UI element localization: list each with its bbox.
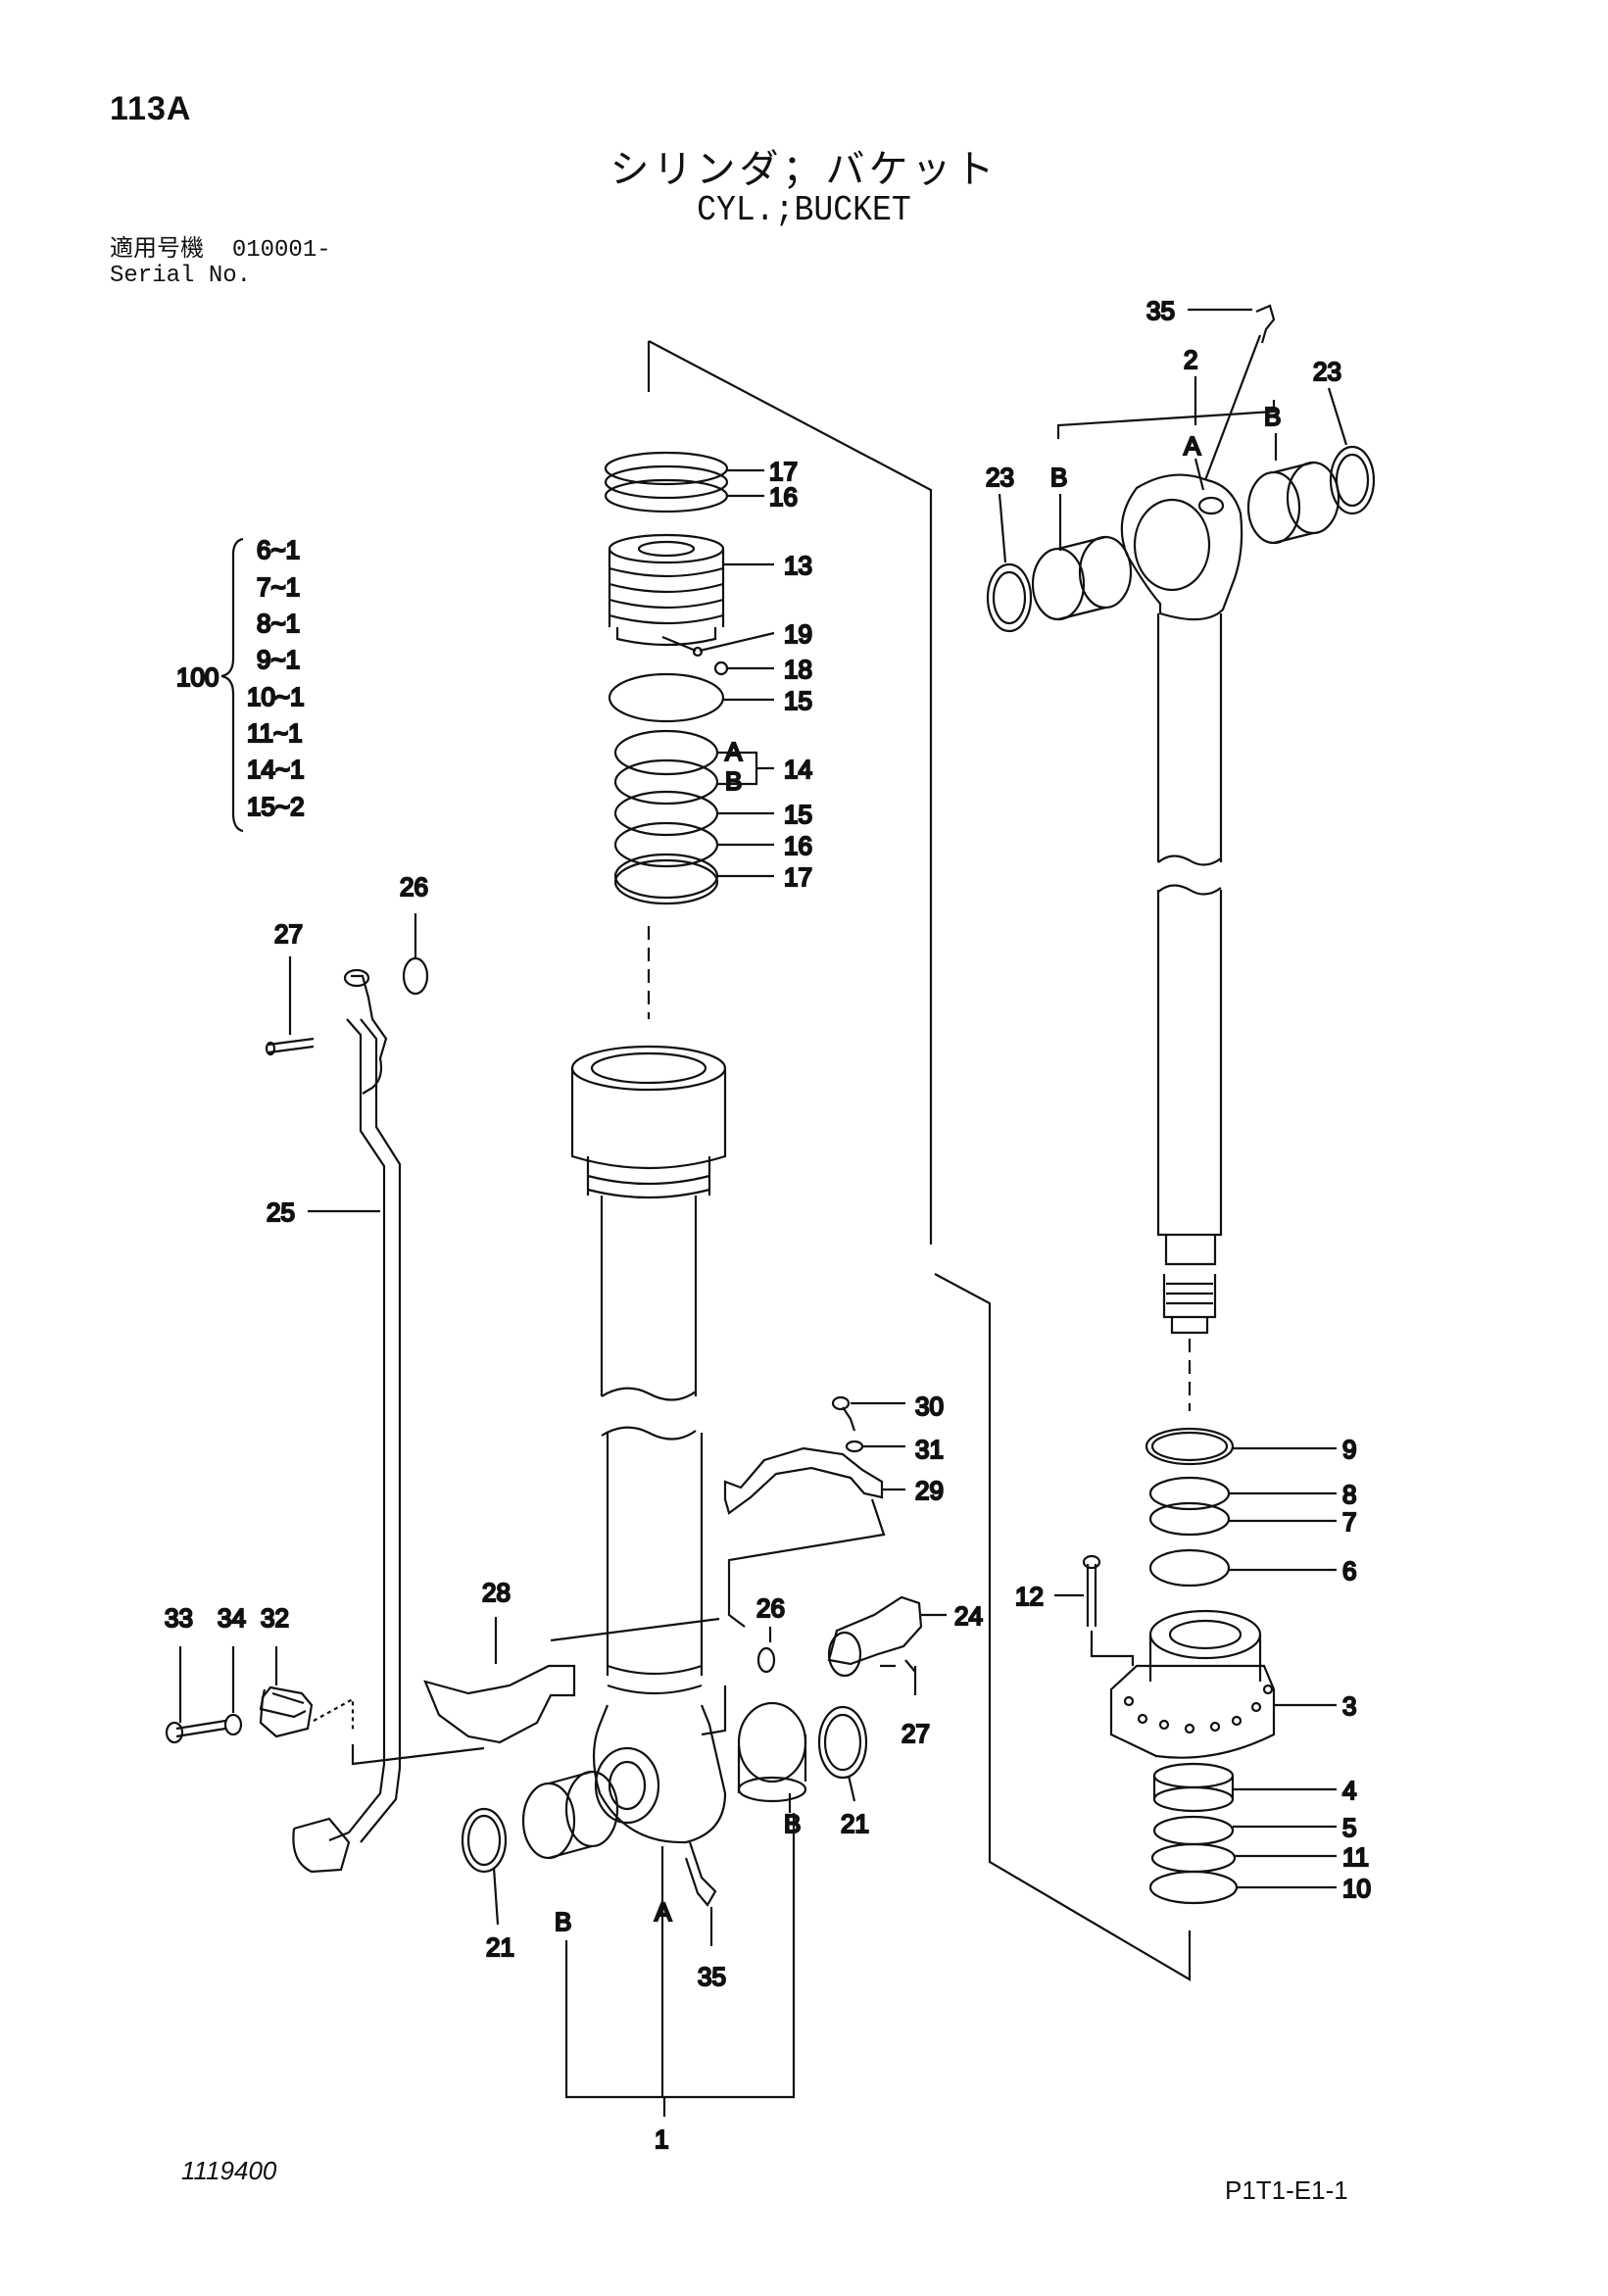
piston-rod: 35 <box>1120 295 1276 1411</box>
callout-2: 2 <box>1184 345 1197 374</box>
callout-letter-b: B <box>555 1907 571 1936</box>
callout-9: 9 <box>1342 1435 1356 1464</box>
callout-35: 35 <box>1146 296 1175 325</box>
cylinder-tube <box>570 1045 727 1844</box>
callout-33: 33 <box>165 1603 193 1633</box>
upper-clamp-parts: 30 31 29 24 26 27 <box>723 1391 984 1749</box>
serial-label-en: Serial No. <box>110 263 252 289</box>
callout-letter-b: B <box>1264 402 1281 431</box>
callout-34: 34 <box>218 1603 246 1633</box>
callout-32: 32 <box>261 1603 289 1633</box>
kit-item: 7~1 <box>257 572 300 602</box>
callout-21: 21 <box>486 1932 514 1962</box>
callout-10: 10 <box>1342 1874 1371 1903</box>
callout-8: 8 <box>1342 1480 1356 1509</box>
title-japanese: シリンダ；バケット <box>609 148 999 191</box>
callout-13: 13 <box>784 551 812 580</box>
serial-value: 010001- <box>231 237 331 264</box>
callout-17: 17 <box>769 457 798 486</box>
callout-16: 16 <box>784 831 812 860</box>
callout-4: 4 <box>1342 1776 1356 1805</box>
kit-item: 14~1 <box>247 755 305 784</box>
callout-27: 27 <box>274 919 303 949</box>
reference-code: P1T1-E1-1 <box>1225 2175 1348 2205</box>
kit-item: 6~1 <box>257 535 300 564</box>
callout-18: 18 <box>784 655 812 684</box>
drawing-number: 1119400 <box>181 2156 277 2185</box>
callout-12: 12 <box>1015 1582 1044 1611</box>
callout-letter-b: B <box>784 1809 801 1838</box>
callout-24: 24 <box>954 1601 983 1631</box>
bottom-eye-parts <box>461 1701 868 1907</box>
callout-3: 3 <box>1342 1691 1356 1721</box>
kit-item: 8~1 <box>257 609 300 638</box>
callout-15: 15 <box>784 686 812 715</box>
pipe-assembly: 27 26 25 <box>265 871 429 1874</box>
callout-1: 1 <box>655 2125 668 2154</box>
callout-27: 27 <box>901 1719 930 1748</box>
callout-6: 6 <box>1342 1556 1356 1586</box>
kit-label: 100 <box>176 662 219 692</box>
callout-17: 17 <box>784 862 812 892</box>
page-number: 113A <box>110 90 192 127</box>
callout-31: 31 <box>915 1435 944 1464</box>
serial-info: 適用号機 010001- Serial No. <box>110 235 331 289</box>
cylinder-head-parts: 9 8 7 6 12 3 4 5 11 10 <box>934 1273 1372 1981</box>
callout-26: 26 <box>756 1593 785 1623</box>
callout-5: 5 <box>1342 1813 1356 1842</box>
callout-letter-b: B <box>725 766 742 796</box>
bottom-leaders: 21 B B A 1 35 21 <box>485 1775 870 2155</box>
callout-letter-b: B <box>1050 463 1067 492</box>
kit-item: 11~1 <box>247 718 303 748</box>
seal-leaders: 17 16 13 19 18 15 A B 14 15 16 17 <box>699 456 813 893</box>
callout-21: 21 <box>841 1809 869 1838</box>
callout-15: 15 <box>784 800 812 829</box>
callout-7: 7 <box>1342 1507 1356 1537</box>
callout-35: 35 <box>698 1962 726 1991</box>
kit-item: 15~2 <box>247 792 305 821</box>
title-english: CYL.;BUCKET <box>697 190 911 230</box>
clamp-parts: 33 34 32 28 <box>164 1577 720 1766</box>
callout-28: 28 <box>482 1578 511 1607</box>
callout-25: 25 <box>267 1197 295 1227</box>
callout-26: 26 <box>400 872 428 902</box>
callout-29: 29 <box>915 1476 944 1505</box>
piston-seal-stack <box>604 340 933 1245</box>
callout-30: 30 <box>915 1392 944 1421</box>
callout-19: 19 <box>784 619 812 649</box>
callout-23: 23 <box>986 463 1014 492</box>
callout-23: 23 <box>1313 357 1341 386</box>
kit-bracket: 100 6~1 7~1 8~1 9~1 10~1 11~1 14~1 15~2 <box>175 534 306 833</box>
rod-eye-parts: 2 A B B 23 23 <box>985 344 1376 633</box>
serial-label-jp: 適用号機 <box>110 234 204 262</box>
kit-item: 10~1 <box>247 682 305 711</box>
callout-11: 11 <box>1342 1842 1369 1872</box>
serial-row: 適用号機 010001- <box>110 235 331 264</box>
callout-letter-a: A <box>1184 431 1201 461</box>
callout-16: 16 <box>769 482 798 512</box>
callout-14: 14 <box>784 755 812 784</box>
kit-item: 9~1 <box>257 645 300 674</box>
